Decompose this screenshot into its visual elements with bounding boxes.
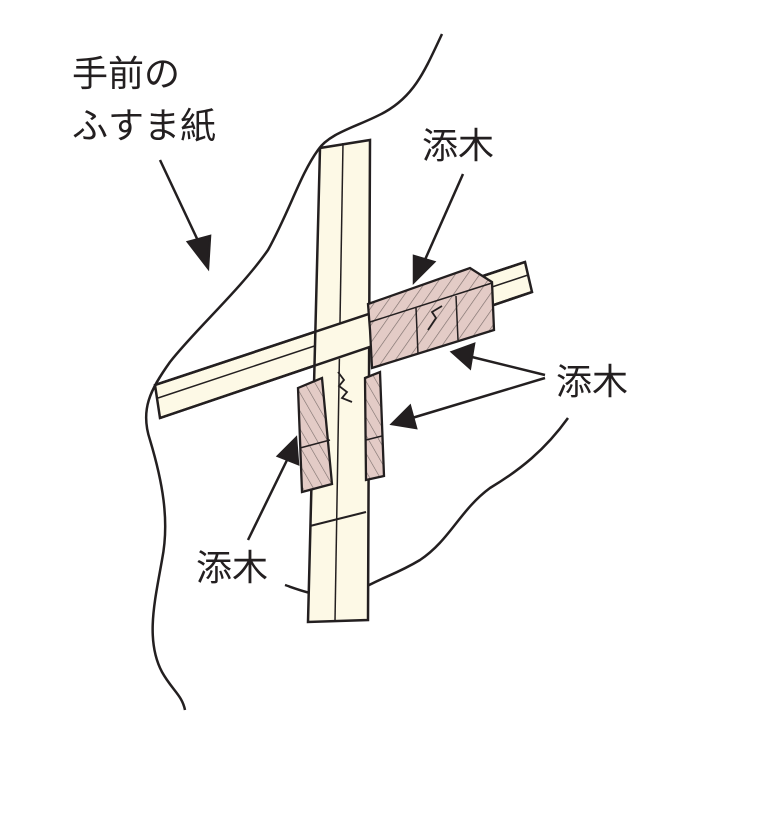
soegi-left-seam (299, 439, 331, 449)
label-paper-line2: ふすま紙 (72, 106, 216, 147)
joint-crack (337, 371, 353, 403)
label-paper-line1: 手前の (72, 54, 180, 95)
soegi-vertical-right (363, 370, 386, 482)
arrow-soegi-right-2 (389, 376, 546, 430)
soegi-crack (427, 305, 443, 331)
arrow-soegi-top (412, 173, 465, 286)
arrow-soegi-right-1 (449, 342, 546, 377)
arrow-paper (158, 159, 212, 272)
label-soegi-left: 添木 (196, 548, 268, 589)
arrow-soegi-left (246, 435, 300, 541)
soegi-horizontal-seam (415, 307, 419, 355)
soegi-vertical-left (296, 376, 334, 494)
soegi-horizontal-edge (369, 282, 493, 323)
vertical-bar-break-line (309, 511, 367, 527)
torn-paper-edge (144, 33, 444, 711)
soegi-horizontal-seam-2 (455, 295, 459, 341)
label-soegi-top: 添木 (422, 126, 494, 167)
soegi-right-seam (365, 435, 383, 441)
vertical-bar-inner-line (334, 142, 344, 622)
soegi-horizontal (366, 266, 496, 370)
label-soegi-right: 添木 (556, 362, 628, 403)
